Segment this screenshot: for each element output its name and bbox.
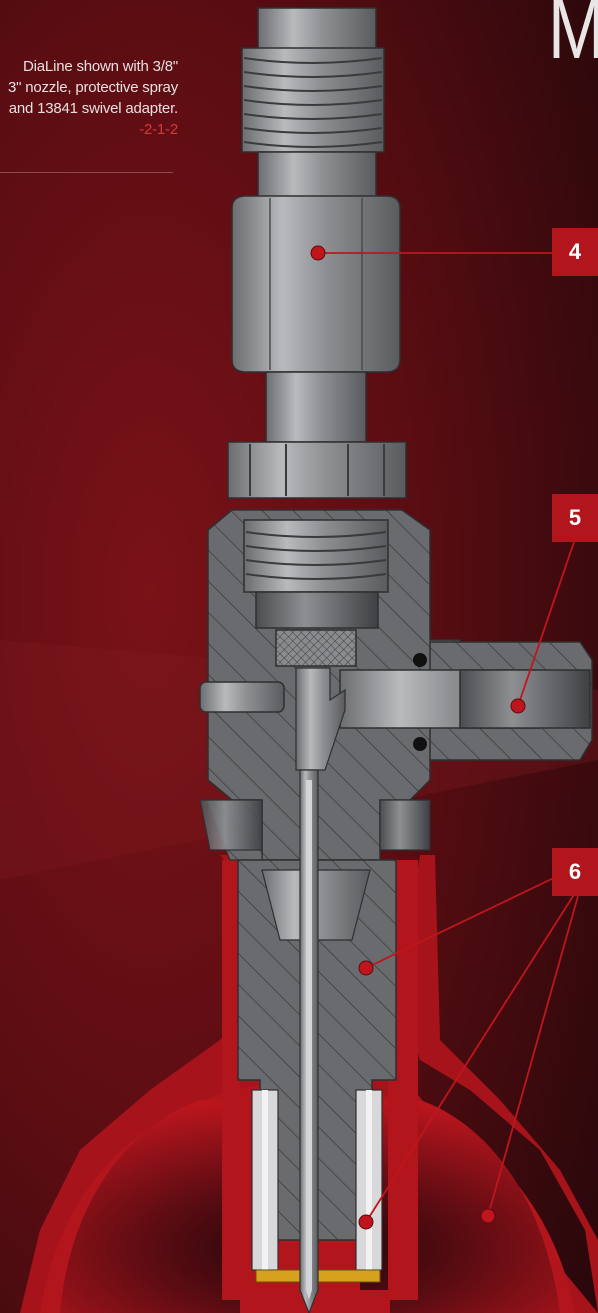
caption-line-1: DiaLine shown with 3/8" <box>23 58 178 75</box>
caption-line-2: 3" nozzle, protective spray <box>7 79 178 96</box>
caption-divider <box>0 172 173 173</box>
figure-caption: DiaLine shown with 3/8" 3" nozzle, prote… <box>0 56 178 140</box>
callout-badge-4: 4 <box>552 228 598 276</box>
caption-part-code: -2-1-2 <box>139 121 178 138</box>
callout-badge-6: 6 <box>552 848 598 896</box>
heading-letter: M <box>548 0 598 72</box>
caption-line-3: and 13841 swivel adapter. <box>8 100 178 117</box>
callout-badge-5: 5 <box>552 494 598 542</box>
